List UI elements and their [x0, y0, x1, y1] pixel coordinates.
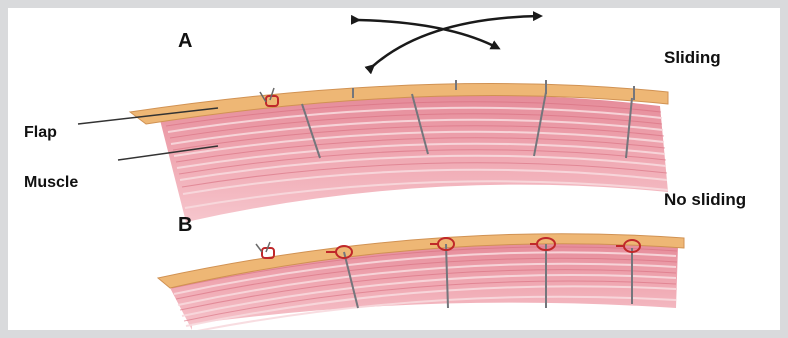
sliding-label: Sliding [664, 48, 721, 68]
sliding-arrows [358, 16, 540, 66]
muscle-label: Muscle [24, 174, 78, 192]
panel-b [158, 234, 684, 330]
panel-b-letter: B [178, 214, 192, 237]
tissue-sliding-figure: A Sliding Flap Muscle B No sliding [8, 8, 780, 330]
no-sliding-label: No sliding [664, 190, 746, 210]
panel-a-letter: A [178, 30, 192, 53]
panel-a [78, 16, 668, 222]
muscle-block-a [160, 95, 668, 222]
flap-label: Flap [24, 124, 57, 142]
